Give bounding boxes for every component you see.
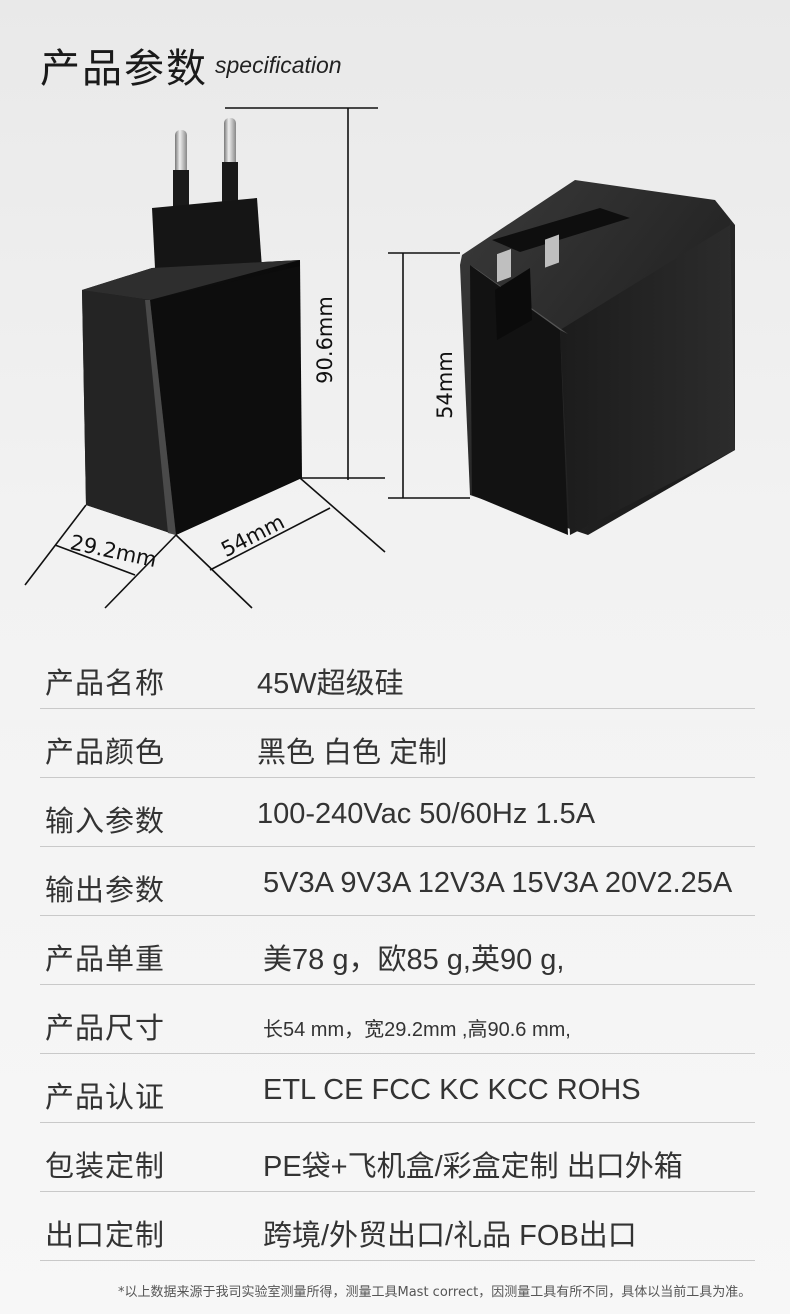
spec-label: 产品颜色 [45,735,166,769]
product-dimension-figure: 90.6mm 54mm 54mm 29.2mm [24,107,735,609]
spec-row: 产品名称 45W超级硅 [40,640,755,709]
charger-front-view [82,118,302,535]
spec-label: 输出参数 [45,873,166,907]
charger-side-view [460,180,735,535]
spec-value: 跨境/外贸出口/礼品 FOB出口 [263,1220,637,1252]
spec-value: 45W超级硅 [257,668,404,700]
spec-value: ETL CE FCC KC KCC ROHS [263,1074,641,1106]
spec-label: 产品单重 [45,942,166,976]
spec-row: 包装定制 PE袋+飞机盒/彩盒定制 出口外箱 [40,1123,755,1192]
page-subtitle: specification [215,52,342,78]
spec-value: 长54 mm，宽29.2mm ,高90.6 mm, [263,1019,571,1041]
spec-label: 产品认证 [45,1080,166,1114]
spec-row: 产品尺寸 长54 mm，宽29.2mm ,高90.6 mm, [40,985,755,1054]
spec-value: 100-240Vac 50/60Hz 1.5A [257,798,596,830]
dimension-depth-label: 29.2mm [68,530,159,572]
spec-label: 包装定制 [45,1149,166,1183]
page-title: 产品参数 [40,46,208,92]
spec-row: 产品单重 美78 g，欧85 g,英90 g, [40,916,755,985]
spec-value: PE袋+飞机盒/彩盒定制 出口外箱 [263,1151,683,1183]
spec-row: 产品颜色 黑色 白色 定制 [40,709,755,778]
spec-label: 产品名称 [45,666,166,700]
dimension-height-label: 90.6mm [313,296,337,384]
spec-label: 产品尺寸 [45,1011,166,1045]
spec-row: 输入参数 100-240Vac 50/60Hz 1.5A [40,778,755,847]
folded-pin [545,234,559,268]
spec-table: 产品名称 45W超级硅 产品颜色 黑色 白色 定制 输入参数 100-240Va… [40,640,755,1261]
spec-row: 输出参数 5V3A 9V3A 12V3A 15V3A 20V2.25A [40,847,755,916]
spec-value: 美78 g，欧85 g,英90 g, [263,944,565,976]
dimension-width-label: 54mm [217,510,288,562]
dimension-side-height-label: 54mm [433,351,457,419]
spec-row: 产品认证 ETL CE FCC KC KCC ROHS [40,1054,755,1123]
spec-value: 5V3A 9V3A 12V3A 15V3A 20V2.25A [263,867,733,899]
spec-row: 出口定制 跨境/外贸出口/礼品 FOB出口 [40,1192,755,1261]
folded-pin [497,249,511,283]
spec-label: 出口定制 [45,1218,166,1252]
spec-label: 输入参数 [45,804,166,838]
spec-value: 黑色 白色 定制 [257,737,448,769]
footnote: *以上数据来源于我司实验室测量所得，测量工具Mast correct，因测量工具… [118,1285,752,1300]
